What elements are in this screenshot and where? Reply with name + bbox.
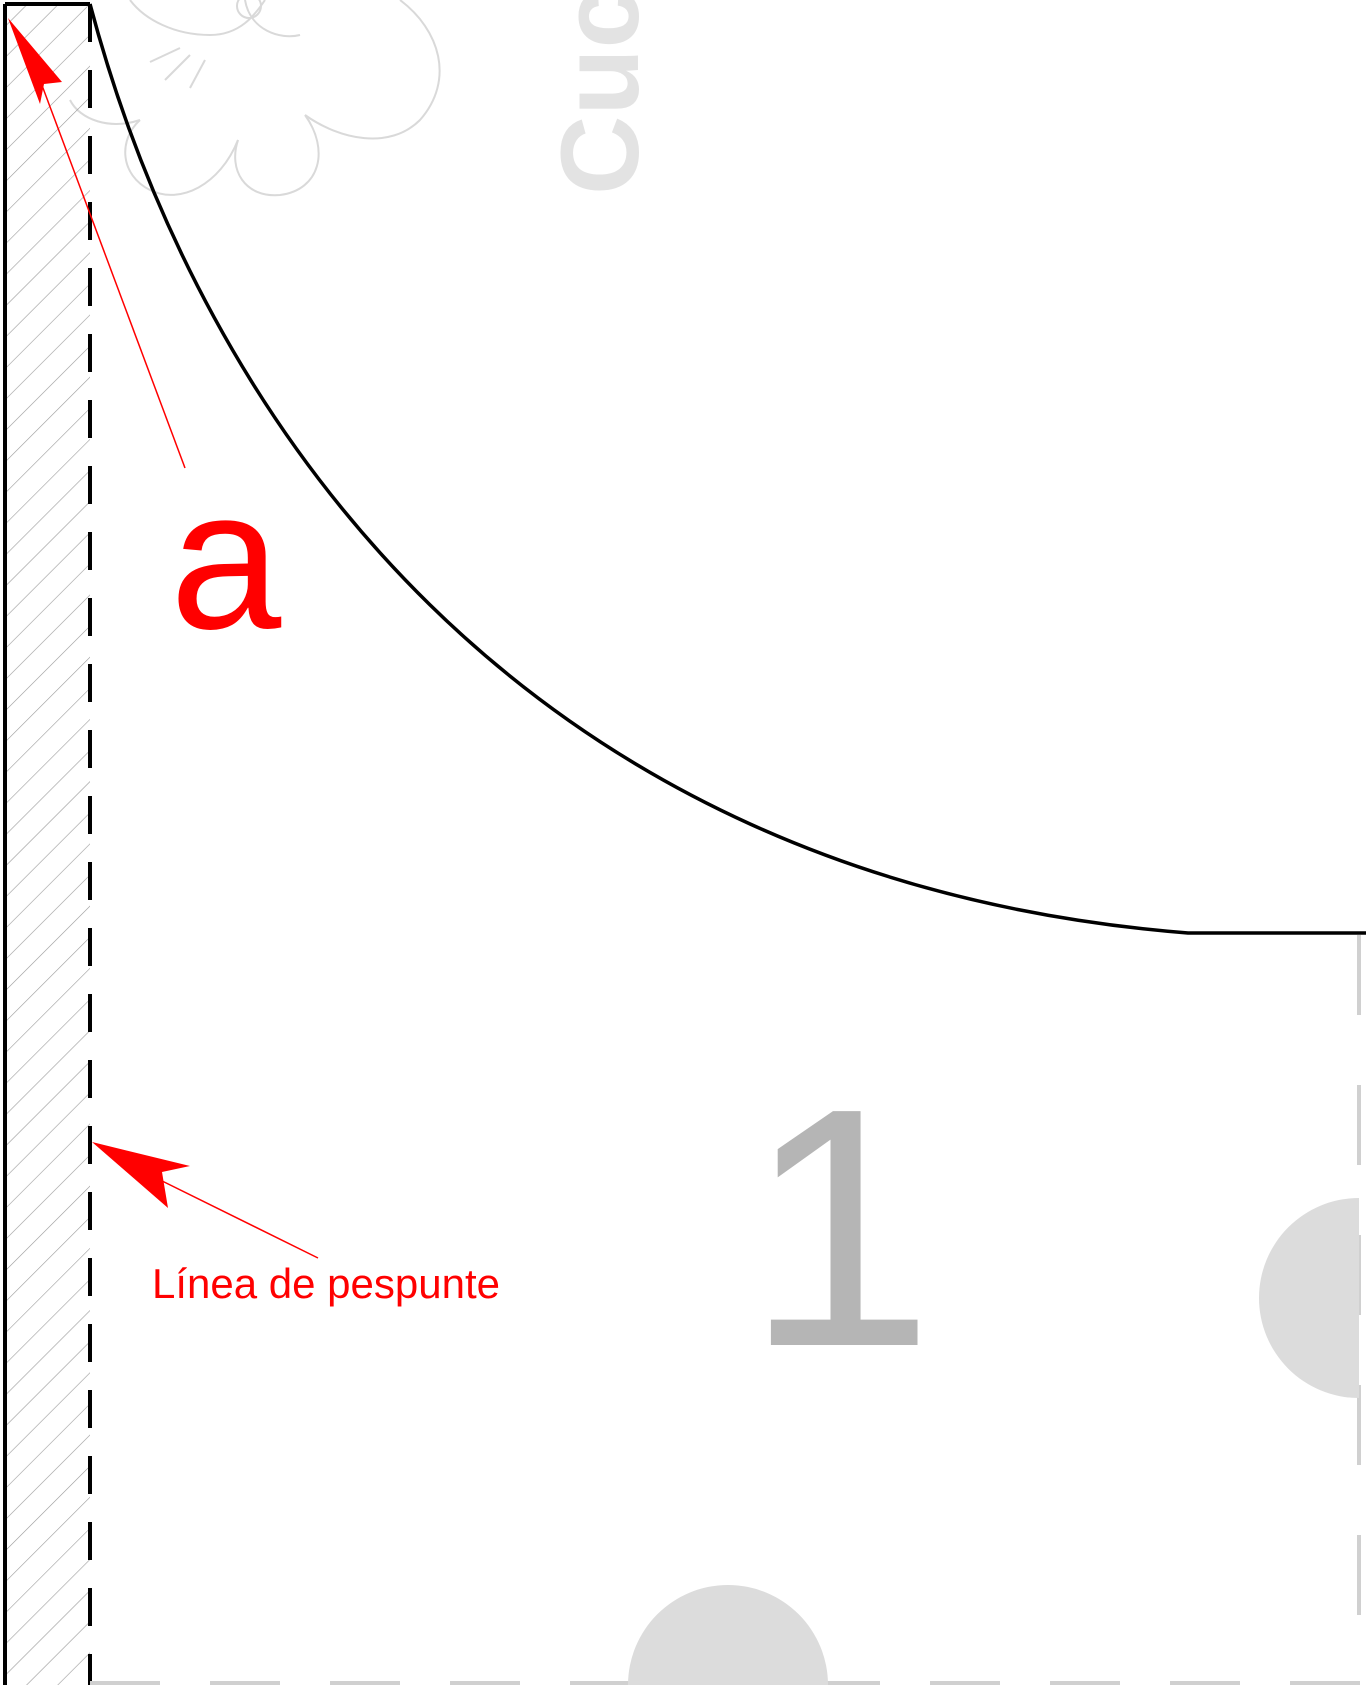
stitch-line-label: Línea de pespunte — [152, 1260, 500, 1307]
piece-number: 1 — [745, 1038, 934, 1418]
registration-mark-right — [1259, 1198, 1359, 1398]
a-label: a — [170, 448, 282, 671]
a-pointer-line — [39, 79, 186, 469]
stitch-pointer-arrowhead — [92, 1142, 190, 1208]
registration-mark-bottom — [628, 1585, 828, 1685]
a-pointer-arrowhead — [8, 18, 62, 104]
flower-logo-icon — [69, 0, 441, 197]
curved-cut-edge — [88, 3, 1366, 935]
seam-allowance-hatch — [5, 4, 90, 1685]
watermark-text: Cuc — [539, 0, 662, 195]
stitch-pointer-line — [149, 1174, 319, 1259]
